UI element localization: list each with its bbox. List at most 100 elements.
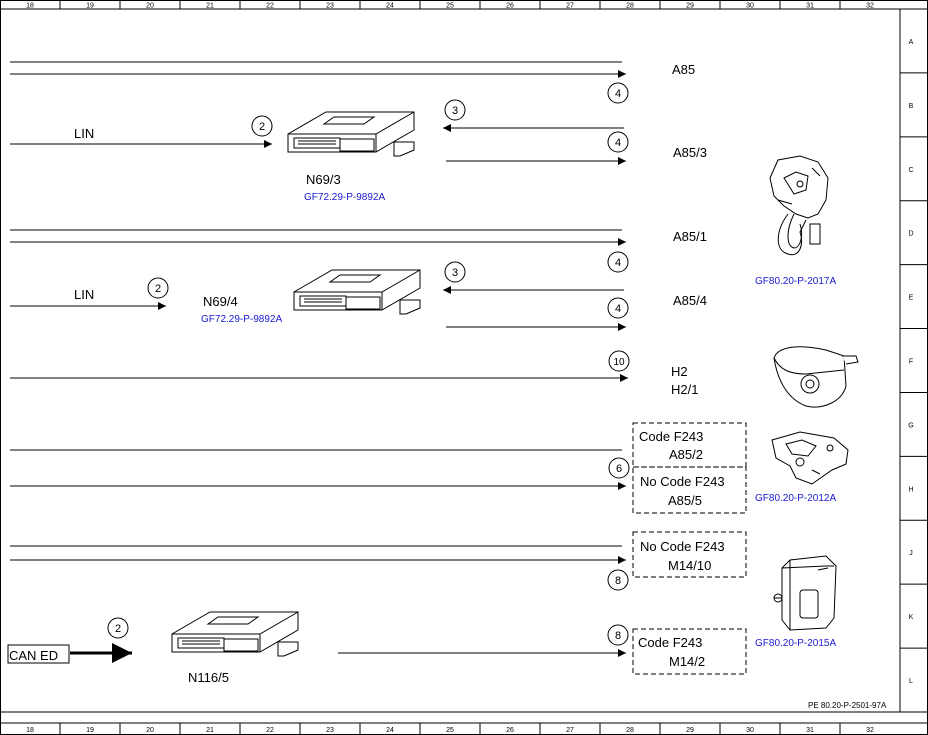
column-number: 29 [686, 727, 694, 734]
h2-1-label: H2/1 [671, 382, 698, 397]
callout-a851-number: 4 [615, 257, 621, 269]
callout-n693-return [444, 99, 466, 121]
column-number: 27 [566, 727, 574, 734]
box3-label: Code F243 [638, 635, 702, 650]
ref-2017a: GF80.20-P-2017A [755, 276, 836, 287]
row-letter: H [908, 486, 913, 493]
callout-n694-in [147, 277, 169, 299]
callout-can-number: 2 [115, 623, 121, 635]
box3-frame [632, 628, 747, 675]
column-number: 30 [746, 727, 754, 734]
box1-bottom-sub-label: A85/5 [668, 493, 702, 508]
n69-4-ref: GF72.29-P-9892A [201, 314, 282, 325]
column-number: 27 [566, 3, 574, 10]
box1-bottom-frame [632, 466, 747, 514]
column-number: 25 [446, 3, 454, 10]
box1-top-sub-label: A85/2 [669, 447, 703, 462]
callout-n693-in [251, 115, 273, 137]
wires [10, 61, 628, 663]
n69-3-label: N69/3 [306, 172, 341, 187]
callout-box2 [607, 569, 629, 591]
column-number: 25 [446, 727, 454, 734]
can-ed-label: CAN ED [9, 648, 58, 663]
column-number: 18 [26, 727, 34, 734]
column-number: 18 [26, 3, 34, 10]
callout-can [107, 617, 129, 639]
column-header-bottom: 18 19 20 21 22 23 24 25 26 27 28 29 30 31 32 [26, 723, 874, 735]
row-letter: D [908, 231, 913, 238]
column-number: 32 [866, 727, 874, 734]
n116-5-label: N116/5 [188, 670, 229, 685]
document-id: PE 80.20-P-2501-97A [808, 701, 887, 710]
row-letter: C [908, 167, 913, 174]
row-letter: K [909, 614, 914, 621]
column-number: 22 [266, 3, 274, 10]
column-number: 32 [866, 3, 874, 10]
callout-n693-in-number: 2 [259, 121, 265, 133]
n69-3-ref: GF72.29-P-9892A [304, 192, 385, 203]
callout-n694-in-number: 2 [155, 283, 161, 295]
row-letter: L [909, 678, 913, 685]
row-letter: J [909, 550, 913, 557]
column-number: 23 [326, 3, 334, 10]
callout-box3 [607, 624, 629, 646]
box2-frame [632, 531, 747, 578]
row-letter: E [909, 295, 914, 302]
a85-3-label: A85/3 [673, 145, 707, 160]
column-number: 20 [146, 3, 154, 10]
column-number: 28 [626, 3, 634, 10]
a85-1-label: A85/1 [673, 229, 707, 244]
motor-unit-drawing [773, 555, 837, 631]
column-number: 30 [746, 3, 754, 10]
row-letter: B [909, 103, 914, 110]
column-number: 28 [626, 727, 634, 734]
column-header-top: 18 19 20 21 22 23 24 25 26 27 28 29 30 31 32 [26, 0, 874, 10]
callout-a854-number: 4 [615, 303, 621, 315]
code-boxes [632, 422, 747, 675]
labels: LIN LIN N69/3 N69/4 N116/5 A85 A85/3 A85… [74, 62, 725, 685]
column-number: 21 [206, 727, 214, 734]
callout-box1-number: 6 [616, 463, 622, 475]
callout-a851 [607, 251, 629, 273]
column-number: 29 [686, 3, 694, 10]
column-number: 21 [206, 3, 214, 10]
column-number: 26 [506, 3, 514, 10]
ref-2015a: GF80.20-P-2015A [755, 638, 836, 649]
column-number: 19 [86, 727, 94, 734]
column-number: 22 [266, 727, 274, 734]
column-number: 31 [806, 3, 814, 10]
callout-a85 [607, 82, 629, 104]
latch-drawing [771, 431, 849, 485]
column-number: 23 [326, 727, 334, 734]
callout-circles [107, 82, 630, 646]
row-letter: F [909, 359, 913, 366]
callout-box1 [608, 457, 630, 479]
column-number: 24 [386, 3, 394, 10]
column-number: 24 [386, 727, 394, 734]
box1-top-label: Code F243 [639, 429, 703, 444]
column-number: 31 [806, 727, 814, 734]
column-number: 20 [146, 727, 154, 734]
lock-actuator-drawing [769, 155, 829, 256]
callout-h2 [608, 350, 630, 372]
callout-numbers: 4 2 3 4 4 2 3 4 10 6 8 2 8 [115, 88, 625, 642]
callout-n694-return-number: 3 [452, 267, 458, 279]
callout-a85-number: 4 [615, 88, 621, 100]
lin-label-1: LIN [74, 126, 94, 141]
box1-top-frame [632, 422, 747, 468]
can-ed-box [7, 644, 70, 664]
n69-4-label: N69/4 [203, 294, 238, 309]
ref-2012a: GF80.20-P-2012A [755, 493, 836, 504]
callout-n694-return [444, 261, 466, 283]
box3-sub-label: M14/2 [669, 654, 705, 669]
column-number: 26 [506, 727, 514, 734]
module-n116-5-drawing [171, 611, 299, 657]
callout-a853-number: 4 [615, 137, 621, 149]
callout-box3-number: 8 [615, 630, 621, 642]
module-n69-3-drawing [287, 111, 415, 157]
column-number: 19 [86, 3, 94, 10]
module-n69-4-drawing [293, 269, 421, 315]
callout-a853 [607, 131, 629, 153]
